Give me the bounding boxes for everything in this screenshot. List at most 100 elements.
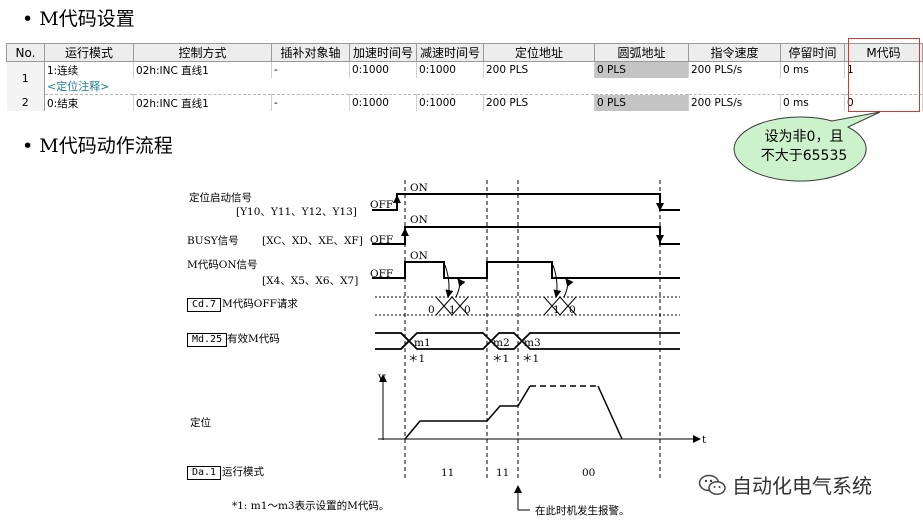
- wechat-icon: [698, 474, 726, 495]
- bullet: •: [22, 8, 34, 30]
- busy-on-level: ON: [410, 214, 428, 226]
- watermark-text: 自动化电气系统: [732, 474, 872, 498]
- section-title-mcode-flow: • M代码动作流程: [22, 135, 173, 157]
- signal-label-busy: BUSY信号: [187, 235, 239, 247]
- cell-dwell[interactable]: 0 ms: [780, 61, 845, 78]
- signal-label-da1: 运行模式: [222, 466, 264, 478]
- cell-mcode[interactable]: 0: [844, 94, 923, 111]
- cell-arc[interactable]: 0 PLS: [594, 61, 689, 78]
- col-header-mcode[interactable]: M代码: [844, 43, 923, 62]
- col-header-dwell[interactable]: 停留时间: [780, 43, 845, 62]
- table-row[interactable]: 1 1:连续 02h:INC 直线1 - 0:1000 0:1000 200 P…: [6, 61, 923, 95]
- cell-address[interactable]: 200 PLS: [483, 94, 595, 111]
- signal-label-start: 定位启动信号: [189, 192, 252, 204]
- signal-label-pos: 定位: [190, 417, 211, 429]
- cell-speed[interactable]: 200 PLS/s: [688, 61, 781, 78]
- cell-control[interactable]: 02h:INC 直线1: [133, 94, 272, 111]
- cd7-bus: [375, 296, 680, 316]
- table-header-row: No. 运行模式 控制方式 插补对象轴 加速时间号 减速时间号 定位地址 圆弧地…: [6, 43, 923, 62]
- callout-line-1: 设为非0，且: [764, 129, 844, 145]
- mode-value-3: 00: [582, 467, 595, 479]
- col-header-speed[interactable]: 指令速度: [688, 43, 781, 62]
- col-header-no[interactable]: No.: [6, 43, 45, 62]
- section-title-mcode-setting: • M代码设置: [22, 8, 135, 30]
- star-note-3: ＊1: [522, 353, 539, 365]
- section-title-text: M代码动作流程: [39, 135, 173, 157]
- handshake-arrows: [393, 195, 664, 298]
- table-row-note[interactable]: <定位注释>: [7, 78, 923, 95]
- cell-mode[interactable]: 1:连续: [44, 61, 134, 78]
- col-header-accel[interactable]: 加速时间号: [349, 43, 417, 62]
- section-title-text: M代码设置: [39, 8, 135, 30]
- cell-decel[interactable]: 0:1000: [416, 94, 484, 111]
- md25-tag: Md.25: [187, 333, 228, 347]
- md25-bus: [375, 332, 680, 350]
- col-header-control[interactable]: 控制方式: [133, 43, 272, 62]
- cell-accel[interactable]: 0:1000: [349, 61, 417, 78]
- cell-no: 2: [6, 94, 45, 111]
- signal-label-md25: 有效M代码: [227, 333, 280, 345]
- col-header-axis[interactable]: 插补对象轴: [271, 43, 350, 62]
- signal-label-cd7: M代码OFF请求: [222, 298, 298, 310]
- cell-address[interactable]: 200 PLS: [483, 61, 595, 78]
- bullet: •: [22, 135, 34, 157]
- signal-addr-start: [Y10、Y11、Y12、Y13]: [236, 206, 357, 218]
- t-axis-label: t: [702, 434, 707, 446]
- mon-on-level: ON: [410, 250, 428, 262]
- star-note-1: ＊1: [408, 353, 425, 365]
- handshake-arrow-2: [455, 278, 466, 298]
- signal-label-mon: M代码ON信号: [187, 259, 258, 271]
- cell-mcode[interactable]: 1: [844, 61, 923, 78]
- alarm-pointer: [514, 485, 530, 511]
- cd7-bit-0a: 0: [428, 304, 435, 316]
- velocity-axes: [378, 374, 701, 443]
- table-row[interactable]: 2 0:结束 02h:INC 直线1 - 0:1000 0:1000 200 P…: [6, 94, 923, 111]
- mcode-m2: m2: [493, 337, 510, 349]
- cell-positioning-comment[interactable]: <定位注释>: [44, 78, 923, 95]
- mode-value-1: 11: [441, 467, 454, 479]
- positioning-data-table: No. 运行模式 控制方式 插补对象轴 加速时间号 减速时间号 定位地址 圆弧地…: [6, 43, 923, 111]
- cd7-bit-0b: 0: [464, 304, 471, 316]
- mcode-column-highlight: [848, 38, 920, 112]
- cell-speed[interactable]: 200 PLS/s: [688, 94, 781, 111]
- velocity-profile: [404, 385, 623, 440]
- callout-line-2: 不大于65535: [760, 148, 848, 164]
- cell-accel[interactable]: 0:1000: [349, 94, 417, 111]
- cell-dwell[interactable]: 0 ms: [780, 94, 845, 111]
- col-header-arc[interactable]: 圆弧地址: [594, 43, 689, 62]
- cd7-bit-1a: 1: [449, 304, 456, 316]
- col-header-address[interactable]: 定位地址: [483, 43, 595, 62]
- handshake-arrow-1: [444, 264, 454, 298]
- mcode-m1: m1: [414, 337, 431, 349]
- cd7-bit-0c: 0: [569, 304, 576, 316]
- col-header-decel[interactable]: 减速时间号: [416, 43, 484, 62]
- cell-no: 1: [6, 61, 45, 95]
- start-on-level: ON: [410, 182, 428, 194]
- cell-decel[interactable]: 0:1000: [416, 61, 484, 78]
- timing-markers: [404, 180, 661, 478]
- col-header-mode[interactable]: 运行模式: [44, 43, 134, 62]
- handshake-arrow-3: [552, 264, 562, 298]
- busy-off-level: OFF: [370, 234, 393, 246]
- cd7-bit-1b: 1: [553, 304, 560, 316]
- mon-off-level: OFF: [370, 268, 393, 280]
- footnote: *1: m1～m3表示设置的M代码。: [232, 500, 390, 512]
- cell-mode[interactable]: 0:结束: [44, 94, 134, 111]
- star-note-2: ＊1: [492, 353, 509, 365]
- da1-tag: Da.1: [187, 466, 222, 480]
- signal-addr-busy: [XC、XD、XE、XF]: [262, 235, 363, 247]
- cell-control[interactable]: 02h:INC 直线1: [133, 61, 272, 78]
- cell-axis[interactable]: -: [271, 61, 350, 78]
- cell-axis[interactable]: -: [271, 94, 350, 111]
- callout-text: 设为非0，且 不大于65535: [742, 128, 866, 166]
- start-signal-waveform: [372, 193, 680, 211]
- handshake-arrow-4: [563, 278, 574, 298]
- start-off-level: OFF: [370, 199, 393, 211]
- watermark: 自动化电气系统: [698, 470, 872, 499]
- mcode-m3: m3: [524, 337, 541, 349]
- cd7-tag: Cd.7: [187, 298, 222, 312]
- cell-arc[interactable]: 0 PLS: [594, 94, 689, 111]
- signal-addr-mon: [X4、X5、X6、X7]: [262, 275, 359, 287]
- mode-value-2: 11: [496, 467, 509, 479]
